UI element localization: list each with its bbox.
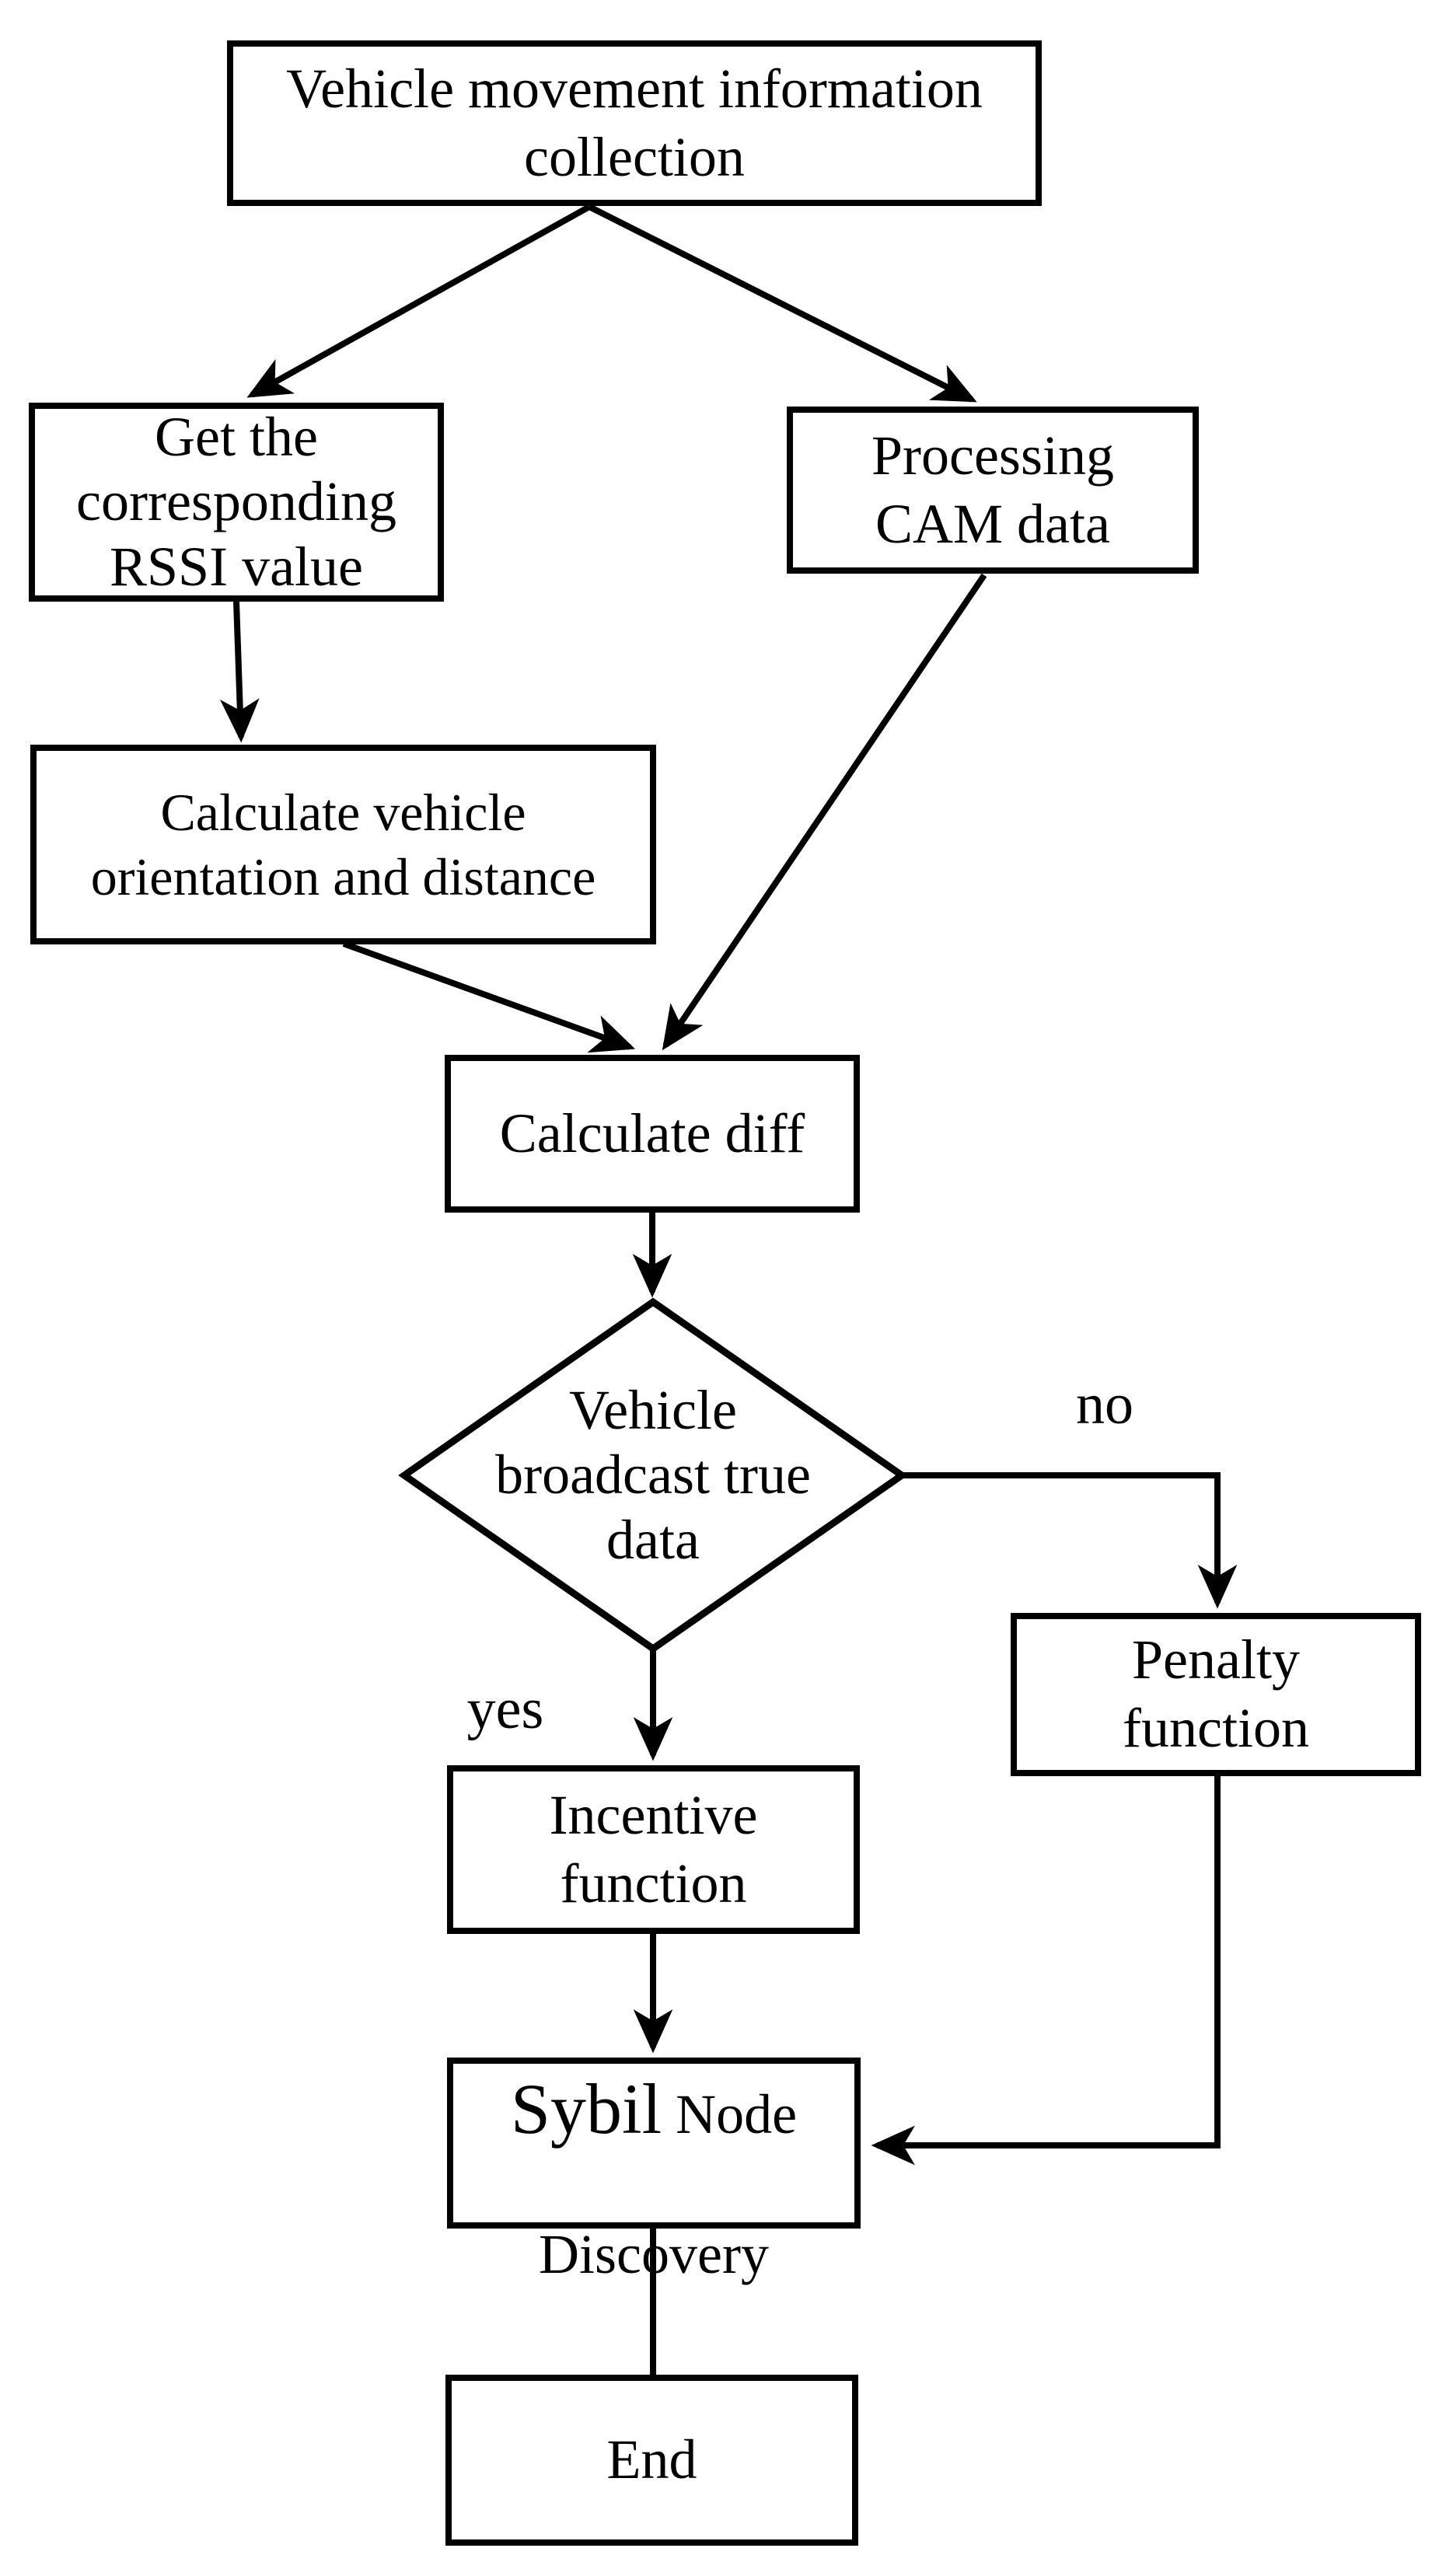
edge-rssi-to-orientation xyxy=(219,601,260,743)
node-label: End xyxy=(606,2428,697,2491)
node-label: Get the corresponding RSSI value xyxy=(76,405,396,598)
edge-collect-to-rssi xyxy=(246,204,591,398)
node-label: Penalty function xyxy=(1123,1628,1309,1759)
node-incentive-function: Incentive function xyxy=(447,1765,860,1934)
node-calculate-orientation-distance: Calculate vehicle orientation and distan… xyxy=(30,745,656,944)
node-label: Incentive function xyxy=(549,1783,758,1915)
node-label: Sybil Node Discovery xyxy=(511,1997,797,2289)
edge-label-text: no xyxy=(1076,1372,1133,1436)
node-processing-cam-data: Processing CAM data xyxy=(787,407,1199,574)
discovery-word: Discovery xyxy=(539,2223,769,2286)
node-sybil-node-discovery: Sybil Node Discovery xyxy=(447,2058,861,2285)
edge-orientation-to-diff xyxy=(342,941,636,1053)
edge-cam-to-diff xyxy=(662,573,987,1051)
node-get-rssi-value: Get the corresponding RSSI value xyxy=(29,403,444,602)
edge-penalty-to-sybil xyxy=(871,1775,1221,2166)
node-label: Calculate diff xyxy=(499,1101,805,1164)
decision-diamond-label-area: Vehicle broadcast true data xyxy=(466,1367,840,1584)
node-calculate-diff: Calculate diff xyxy=(445,1055,860,1213)
edge-decision-no-to-penalty xyxy=(900,1472,1238,1609)
decision-diamond xyxy=(398,1297,908,1653)
node-label: Calculate vehicle orientation and distan… xyxy=(90,782,596,906)
node-end: End xyxy=(445,2375,858,2546)
edge-label-yes: yes xyxy=(439,1673,571,1747)
node-label: Vehicle movement information collection xyxy=(286,57,983,188)
sybil-word-large: Sybil xyxy=(510,2068,662,2148)
node-vehicle-movement-collection: Vehicle movement information collection xyxy=(227,40,1042,206)
edge-label-text: yes xyxy=(466,1677,544,1741)
node-word: Node xyxy=(676,2082,798,2145)
node-penalty-function: Penalty function xyxy=(1011,1613,1421,1776)
node-label: Processing CAM data xyxy=(871,424,1114,555)
node-label: Vehicle broadcast true data xyxy=(495,1378,811,1571)
edge-label-no: no xyxy=(1043,1370,1167,1440)
edge-collect-to-cam xyxy=(588,204,977,403)
